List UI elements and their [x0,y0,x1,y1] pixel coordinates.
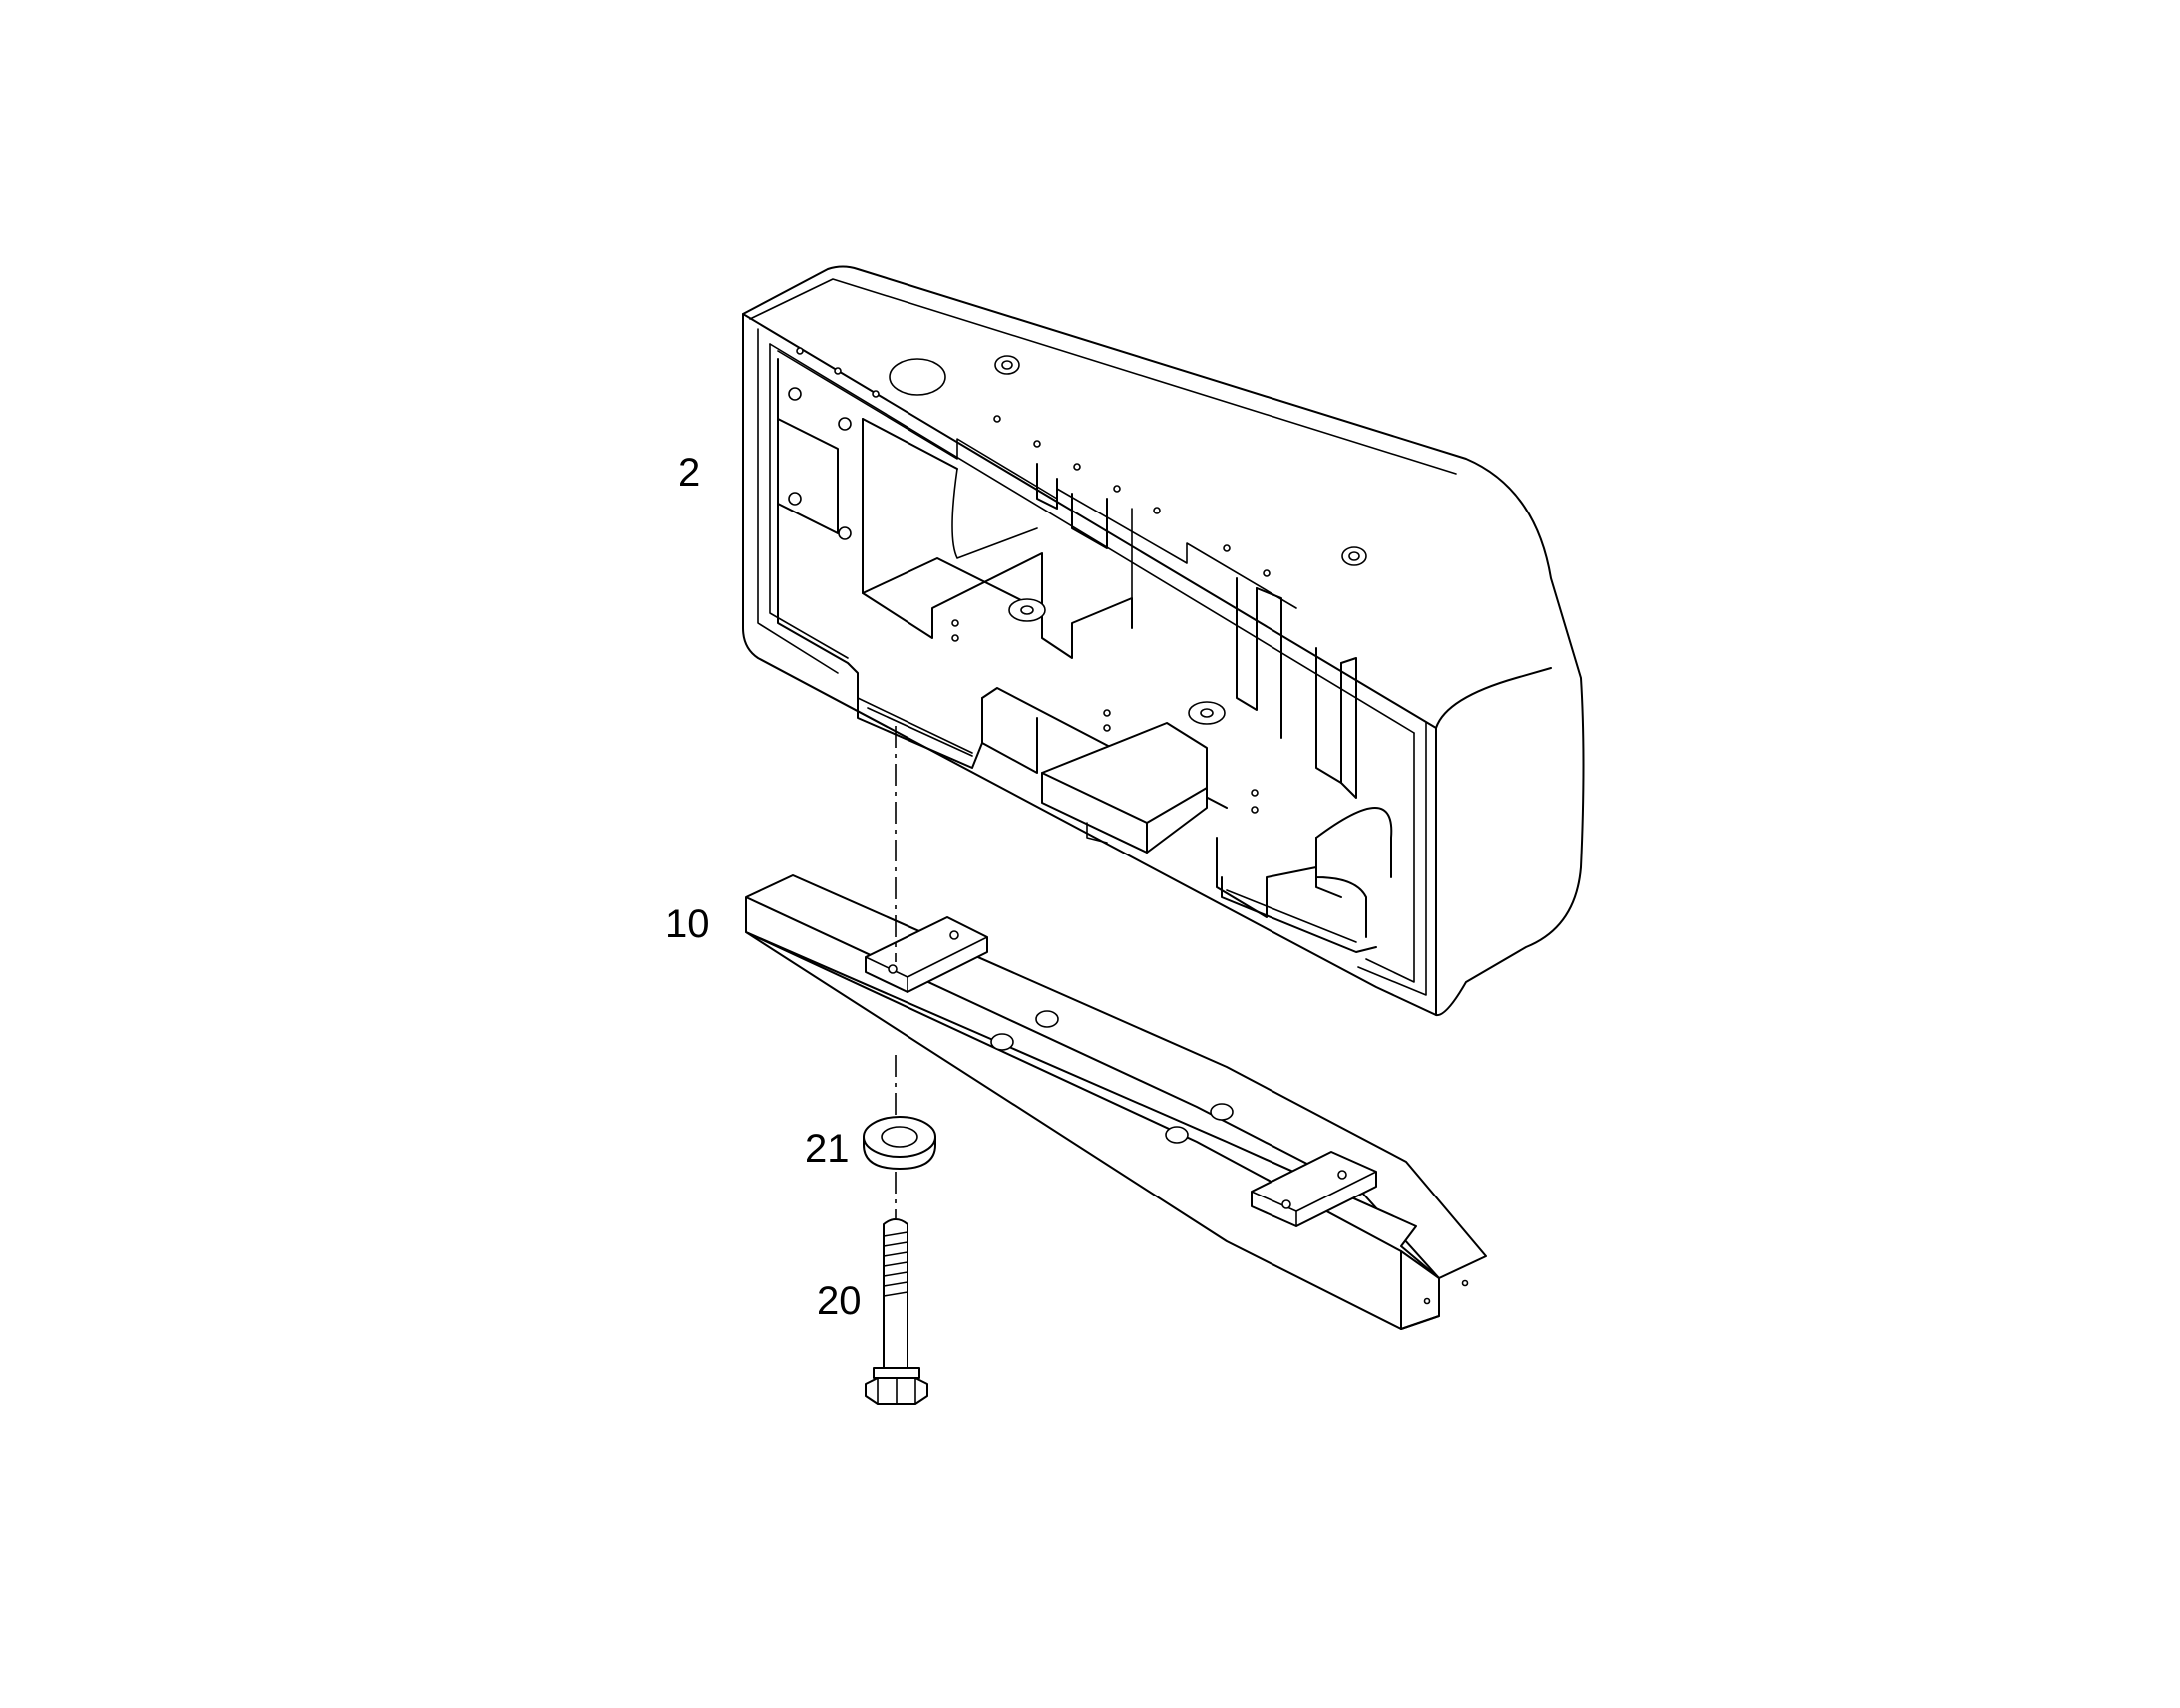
mounting-bracket [745,874,1487,1330]
callout-2: 2 [678,451,700,495]
callout-21: 21 [805,1127,850,1171]
counterweight-housing [742,265,1585,1017]
callout-10: 10 [665,902,710,946]
bolt [865,1218,928,1405]
washer [863,1116,936,1170]
callout-20: 20 [817,1279,862,1323]
